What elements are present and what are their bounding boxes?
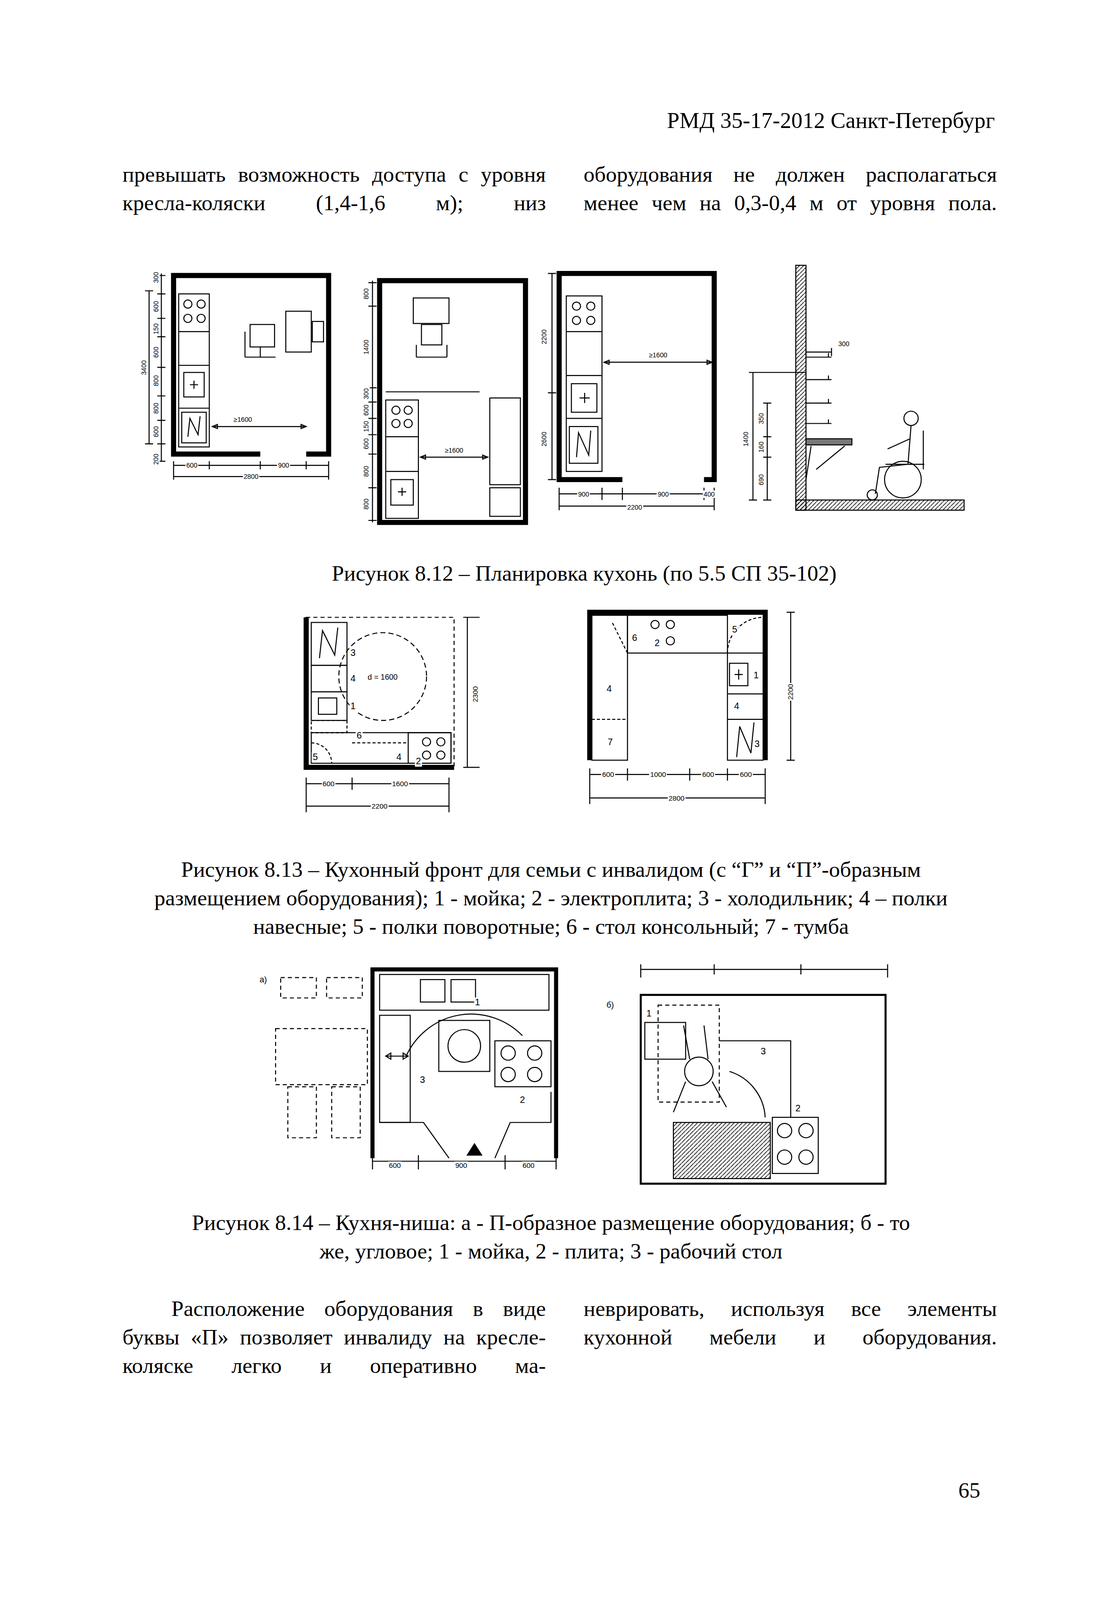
callout-number: 5	[311, 751, 319, 763]
dimension-label: 3400	[140, 359, 148, 376]
dimension-label: 400	[702, 489, 716, 498]
callout-number: 2	[518, 1095, 526, 1106]
dimension-label: 600	[738, 770, 753, 779]
page-number: 65	[957, 1478, 982, 1502]
dimension-label: 2800	[242, 472, 260, 481]
dimension-label: 600	[362, 437, 370, 451]
callout-number: 1	[473, 996, 481, 1008]
dimension-label: 350	[757, 411, 765, 425]
body-text: неврировать, используя все элементы кухо…	[583, 1293, 997, 1351]
dimension-label: 600	[362, 403, 370, 418]
callout-number: а)	[258, 975, 269, 984]
dimension-label: 200	[152, 452, 160, 466]
dimension-label: 800	[152, 374, 160, 388]
dimension-label: 900	[454, 1161, 469, 1170]
dimension-label: 800	[362, 497, 370, 511]
callout-number: 4	[605, 683, 613, 694]
kitchen-plan-1	[145, 273, 329, 480]
callout-number: 6	[631, 632, 639, 644]
kitchen-plan-2	[368, 280, 526, 523]
kitchen-niche-b	[640, 963, 888, 1184]
dimension-label: 1400	[362, 338, 370, 356]
dimension-label: 600	[388, 1161, 403, 1170]
callout-number: 2	[794, 1103, 802, 1114]
figure-caption: Рисунок 8.13 – Кухонный фронт для семьи …	[132, 855, 970, 941]
callout-number: 3	[349, 648, 357, 659]
running-header: РМД 35-17-2012 Санкт-Петербург	[571, 106, 996, 135]
callout-number: 4	[349, 673, 357, 684]
kitchen-niche-a	[275, 968, 557, 1169]
dimension-label: 1600	[391, 779, 410, 788]
dimension-label: ≥1600	[648, 351, 669, 359]
dimension-label: 600	[152, 424, 160, 439]
dimension-label: 2300	[471, 685, 480, 703]
dimension-label: ≥1600	[444, 445, 465, 454]
dimension-label: 150	[152, 322, 160, 336]
dimension-label: 600	[521, 1161, 536, 1170]
dimension-label: 160	[757, 440, 765, 454]
dimension-label: 900	[277, 461, 291, 469]
callout-number: 7	[606, 736, 614, 748]
kitchen-front-p	[589, 612, 795, 805]
dimension-label: 800	[152, 401, 160, 415]
dimension-label: 800	[362, 287, 370, 301]
callout-number: 4	[395, 751, 403, 763]
callout-number: 5	[731, 624, 739, 635]
dimension-label: 150	[362, 419, 370, 433]
dimension-label: 2200	[540, 328, 548, 346]
dimension-label: 600	[152, 345, 160, 359]
body-text: оборудования не должен располагаться мен…	[583, 160, 997, 218]
kitchen-front-g	[306, 617, 480, 813]
dimension-label: 300	[362, 387, 370, 401]
wall-elevation	[749, 265, 965, 510]
dimension-label: 900	[656, 489, 670, 498]
dimension-label: 800	[362, 465, 370, 479]
dimension-label: 2600	[540, 430, 548, 448]
callout-number: 2	[414, 756, 422, 767]
callout-number: 6	[355, 730, 363, 742]
dimension-label: 2200	[370, 802, 389, 811]
dimension-label: 600	[701, 770, 716, 779]
dimension-label: 600	[152, 299, 160, 313]
dimension-label: 600	[601, 770, 616, 779]
callout-number: 1	[645, 1008, 653, 1019]
callout-number: 3	[759, 1046, 767, 1057]
callout-number: 2	[653, 637, 661, 649]
dimension-label: 2800	[667, 793, 686, 802]
body-text: превышать возможность доступа с уровня к…	[122, 160, 546, 218]
dimension-label: 2200	[786, 682, 795, 701]
dimension-label: 900	[577, 489, 591, 498]
body-text: Расположение оборудования в виде буквы «…	[122, 1293, 546, 1380]
dimension-label: 1400	[742, 430, 750, 448]
callout-number: 4	[733, 700, 741, 712]
dimension-label: 600	[185, 461, 199, 469]
dimension-label: 600	[321, 779, 336, 788]
dimension-label: 690	[757, 473, 765, 487]
callout-number: б)	[605, 1000, 616, 1010]
figure-caption: Рисунок 8.12 – Планировка кухонь (по 5.5…	[153, 558, 1016, 588]
figure-caption: Рисунок 8.14 – Кухня-ниша: а - П-образно…	[183, 1208, 919, 1266]
callout-number: 1	[752, 670, 760, 681]
dimension-label: d = 1600	[366, 671, 399, 681]
dimension-label: 1000	[649, 770, 667, 779]
dimension-label: ≥1600	[232, 415, 253, 424]
kitchen-plan-3	[547, 273, 715, 510]
dimension-label: 300	[837, 339, 851, 348]
callout-number: 3	[753, 738, 761, 750]
callout-number: 1	[349, 700, 357, 712]
callout-number: 3	[418, 1074, 426, 1085]
dimension-label: 2200	[626, 503, 644, 511]
dimension-label: 300	[152, 270, 160, 284]
